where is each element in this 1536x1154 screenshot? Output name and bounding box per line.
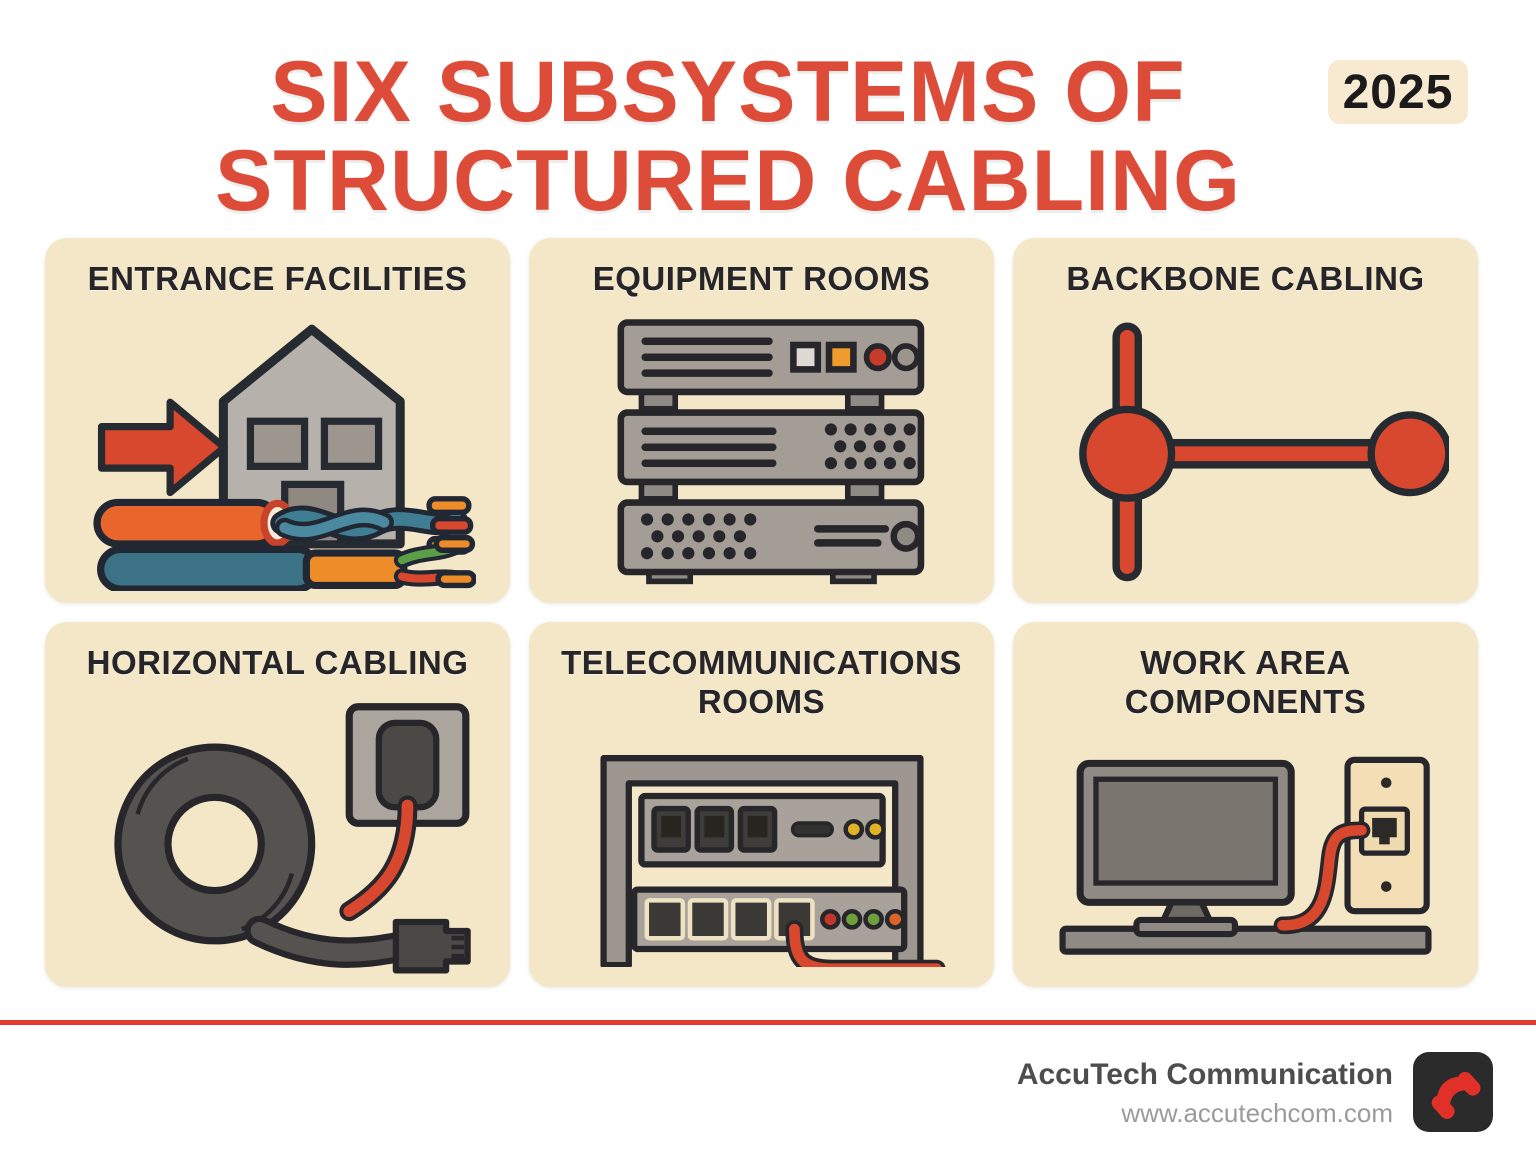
footer-brand-block: AccuTech Communication www.accutechcom.c… (1017, 1058, 1393, 1129)
subsystem-grid: ENTRANCE FACILITIES (45, 238, 1478, 987)
page-title-line2: STRUCTURED CABLING (214, 132, 1242, 229)
coiled-cable-wall-outlet-icon (114, 703, 471, 974)
server-rack-icon (617, 319, 925, 585)
footer-brand-name: AccuTech Communication (1016, 1058, 1393, 1091)
panel-entrance-facilities-icon-area (45, 299, 510, 603)
panel-backbone-cabling-heading: BACKBONE CABLING (1066, 260, 1425, 297)
patch-panel-rack-icon (599, 754, 945, 967)
panel-work-area-components-heading: WORK AREA COMPONENTS (1124, 644, 1367, 720)
desktop-wall-jack-icon (1059, 757, 1432, 956)
panel-backbone-cabling-icon-area (1013, 299, 1478, 603)
panel-equipment-rooms: EQUIPMENT ROOMS (529, 238, 994, 603)
panel-horizontal-cabling: HORIZONTAL CABLING (45, 622, 510, 987)
panel-horizontal-cabling-heading: HORIZONTAL CABLING (86, 644, 469, 681)
panel-entrance-facilities: ENTRANCE FACILITIES (45, 238, 510, 603)
panel-equipment-rooms-heading: EQUIPMENT ROOMS (592, 260, 931, 297)
panel-telecommunications-rooms-heading: TELECOMMUNICATIONS ROOMS (561, 644, 962, 720)
panel-backbone-cabling: BACKBONE CABLING (1013, 238, 1478, 603)
backbone-topology-icon (1079, 322, 1449, 582)
panel-telecommunications-rooms-icon-area (529, 722, 994, 987)
year-badge: 2025 (1328, 60, 1468, 124)
panel-entrance-facilities-heading: ENTRANCE FACILITIES (87, 260, 468, 297)
footer-divider-rule (0, 1020, 1536, 1025)
panel-equipment-rooms-icon-area (529, 299, 994, 603)
phone-badge (1413, 1052, 1493, 1132)
entrance-facilities-icon (93, 324, 476, 591)
year-badge-text: 2025 (1342, 65, 1454, 119)
page-title: SIX SUBSYSTEMS OF STRUCTURED CABLING (0, 48, 1456, 225)
panel-horizontal-cabling-icon-area (45, 683, 510, 987)
page-title-line1: SIX SUBSYSTEMS OF (270, 44, 1186, 140)
phone-icon (1431, 1071, 1481, 1119)
panel-telecommunications-rooms: TELECOMMUNICATIONS ROOMS (529, 622, 994, 987)
footer-website-url: www.accutechcom.com (1121, 1098, 1393, 1128)
panel-work-area-components-icon-area (1013, 722, 1478, 987)
panel-work-area-components: WORK AREA COMPONENTS (1013, 622, 1478, 987)
